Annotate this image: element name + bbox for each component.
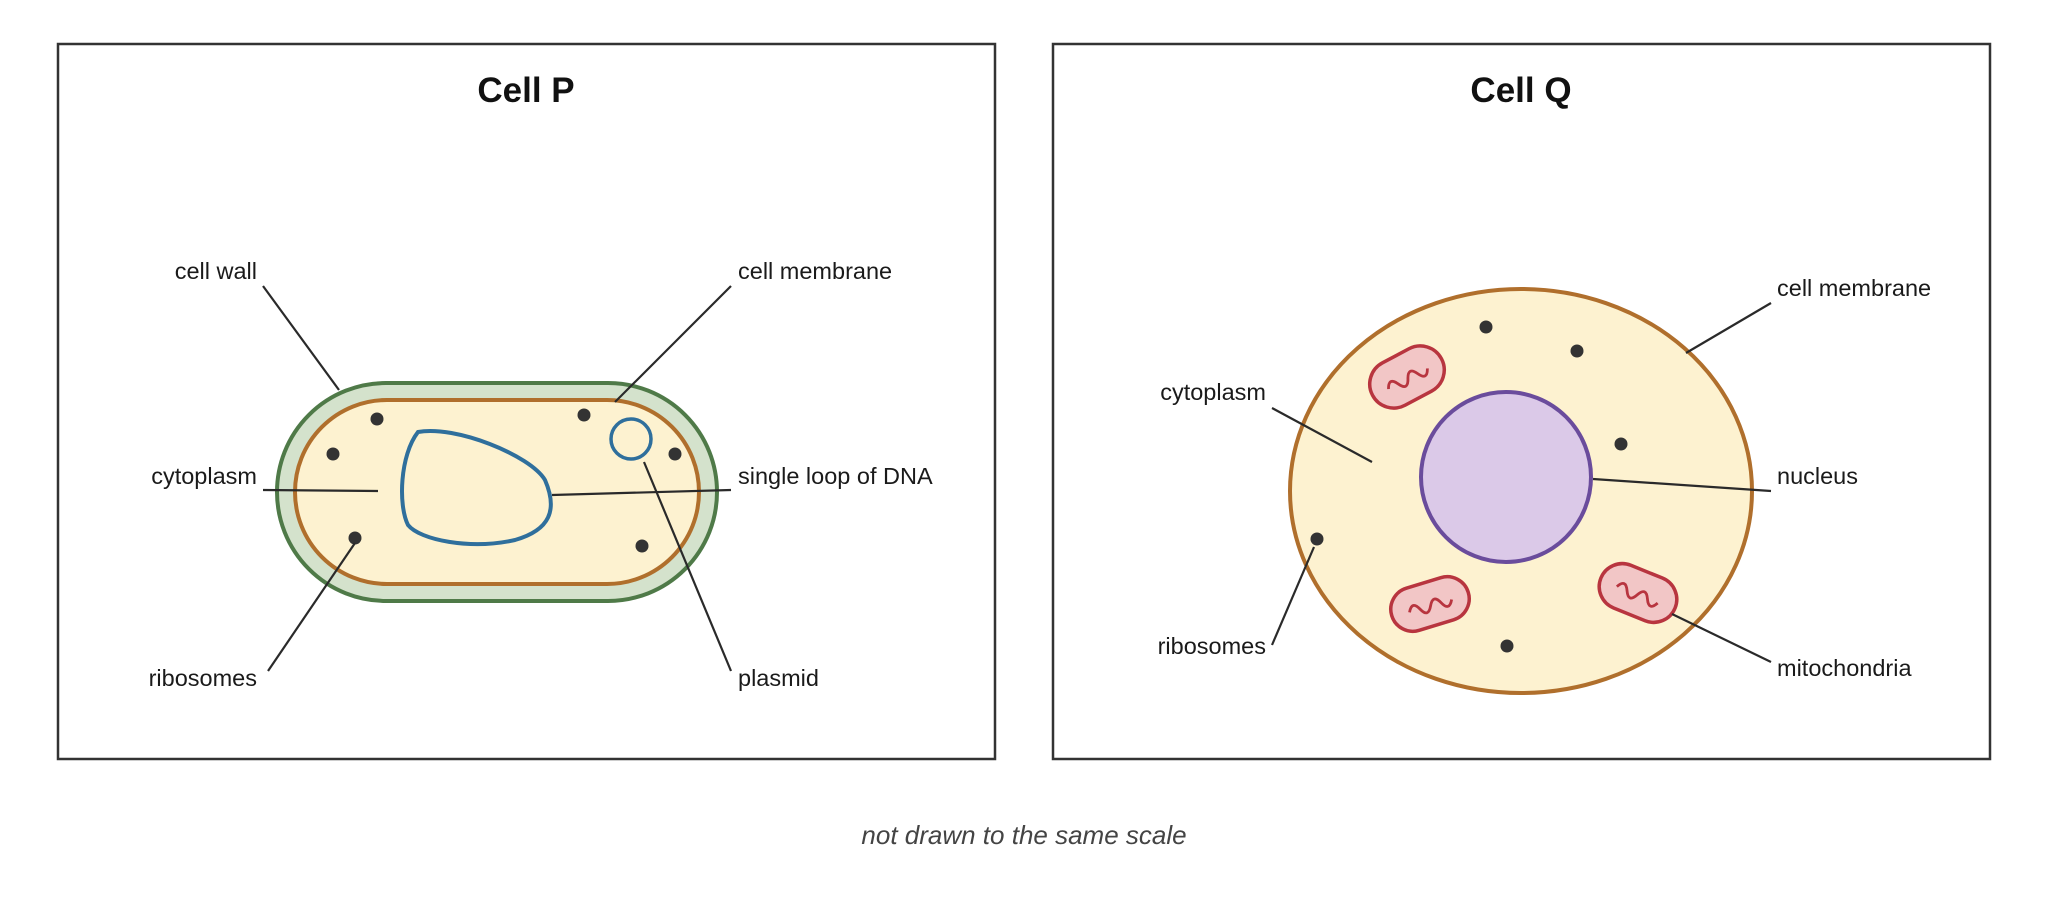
ribosome [370, 412, 384, 426]
mitochondrion [1368, 344, 1446, 410]
panel-cell-p: Cell P cell wall cell membrane cytoplasm… [56, 42, 997, 761]
ribosome [1614, 437, 1628, 451]
ribosome [635, 539, 649, 553]
label-cytoplasm: cytoplasm [151, 463, 257, 489]
ribosome [668, 447, 682, 461]
leader-dna-loop [551, 488, 732, 497]
label-cell-membrane: cell membrane [1777, 275, 1931, 301]
leader-cell-wall [262, 285, 340, 391]
leader-cell-membrane [1685, 302, 1772, 354]
ribosome [1570, 344, 1584, 358]
label-cytoplasm: cytoplasm [1160, 379, 1266, 405]
ribosome [1500, 639, 1514, 653]
leader-plasmid [642, 461, 733, 672]
label-ribosomes: ribosomes [1158, 633, 1266, 659]
leader-nucleus [1592, 477, 1772, 493]
ribosome [1310, 532, 1324, 546]
dna-loop [400, 429, 553, 547]
mitochondrion [1597, 561, 1679, 625]
panel-q-title: Cell Q [1470, 71, 1571, 110]
cell-membrane [293, 398, 701, 586]
nucleus [1419, 390, 1593, 564]
ribosome [577, 408, 591, 422]
leader-cell-membrane [614, 285, 732, 403]
leader-mitochondria [1671, 613, 1772, 663]
label-ribosomes: ribosomes [149, 665, 257, 691]
mitochondrion [1389, 574, 1471, 634]
animal-cell [1288, 287, 1754, 695]
ribosome [326, 447, 340, 461]
label-cell-wall: cell wall [175, 258, 257, 284]
panel-cell-q: Cell Q [1051, 42, 1992, 761]
label-nucleus: nucleus [1777, 463, 1858, 489]
label-plasmid: plasmid [738, 665, 819, 691]
plasmid [609, 417, 653, 461]
label-dna-loop: single loop of DNA [738, 463, 933, 489]
bacterial-cell [275, 381, 719, 603]
ribosome [348, 531, 362, 545]
leader-cytoplasm [1271, 407, 1373, 463]
leader-ribosomes [267, 542, 356, 672]
panel-p-title: Cell P [477, 71, 574, 110]
leader-ribosomes [1270, 546, 1316, 646]
scale-caption: not drawn to the same scale [861, 820, 1186, 850]
label-mitochondria: mitochondria [1777, 655, 1912, 681]
ribosome [1479, 320, 1493, 334]
label-cell-membrane: cell membrane [738, 258, 892, 284]
leader-cytoplasm [262, 488, 379, 493]
